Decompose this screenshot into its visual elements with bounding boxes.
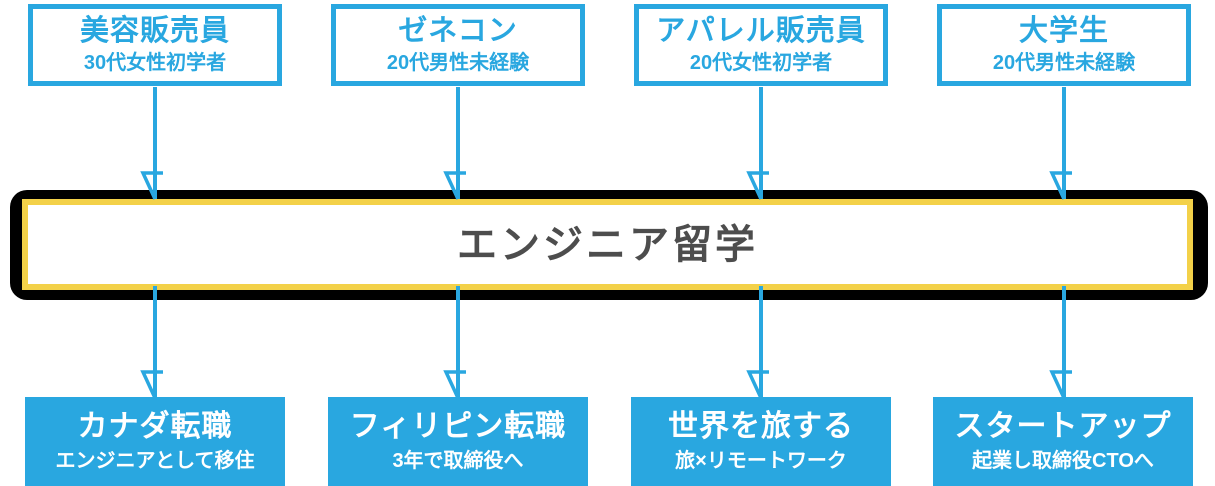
persona-box-2: ゼネコン 20代男性未経験: [331, 4, 585, 86]
outcome-box-3: 世界を旅する 旅×リモートワーク: [631, 397, 891, 486]
arrow-down-icon: [746, 87, 769, 200]
persona-subtitle: 20代男性未経験: [992, 52, 1136, 74]
arrow-down-icon: [1049, 286, 1072, 399]
outcome-box-1: カナダ転職 エンジニアとして移住: [25, 397, 285, 486]
program-banner: エンジニア留学: [22, 199, 1193, 290]
program-banner-frame: エンジニア留学: [10, 190, 1208, 300]
persona-title: 大学生: [1018, 15, 1109, 47]
arrow-down-icon: [1049, 87, 1072, 200]
outcome-title: 世界を旅する: [668, 410, 854, 443]
outcome-title: フィリピン転職: [349, 410, 567, 443]
arrow-down-icon: [140, 286, 163, 399]
outcome-box-4: スタートアップ 起業し取締役CTOへ: [933, 397, 1193, 486]
persona-subtitle: 20代男性未経験: [386, 52, 530, 74]
outcome-title: スタートアップ: [954, 410, 1172, 443]
outcome-subtitle: エンジニアとして移住: [55, 450, 255, 472]
persona-subtitle: 30代女性初学者: [83, 52, 227, 74]
outcome-subtitle: 3年で取締役へ: [392, 450, 524, 472]
persona-box-4: 大学生 20代男性未経験: [937, 4, 1191, 86]
program-title: エンジニア留学: [457, 222, 758, 267]
persona-title: ゼネコン: [398, 15, 518, 47]
outcome-title: カナダ転職: [77, 410, 233, 443]
arrow-down-icon: [746, 286, 769, 399]
arrow-down-icon: [140, 87, 163, 200]
persona-title: 美容販売員: [79, 15, 230, 47]
outcome-subtitle: 旅×リモートワーク: [675, 450, 847, 472]
persona-box-3: アパレル販売員 20代女性初学者: [634, 4, 888, 86]
persona-subtitle: 20代女性初学者: [689, 52, 833, 74]
persona-box-1: 美容販売員 30代女性初学者: [28, 4, 282, 86]
outcome-subtitle: 起業し取締役CTOへ: [972, 450, 1154, 472]
arrow-down-icon: [443, 87, 466, 200]
outcome-box-2: フィリピン転職 3年で取締役へ: [328, 397, 588, 486]
arrow-down-icon: [443, 286, 466, 399]
persona-title: アパレル販売員: [656, 15, 866, 47]
